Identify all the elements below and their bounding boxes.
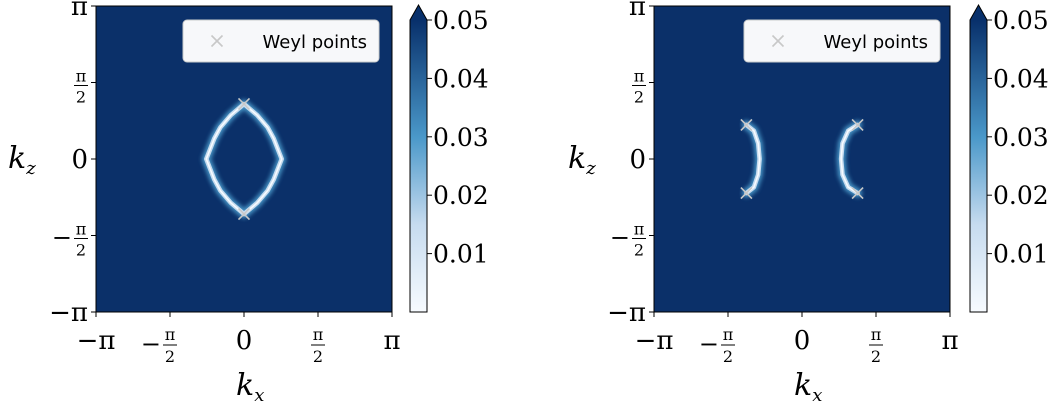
colorbar-tick-label: 0.02 bbox=[993, 181, 1048, 210]
y-tick-label-2: π2 bbox=[74, 66, 88, 106]
y-tick-label-4: π 2− bbox=[610, 220, 646, 260]
weyl-point-marker-3 bbox=[851, 118, 864, 131]
weyl-point-marker-1 bbox=[740, 118, 753, 131]
x-tick-den: 2 bbox=[723, 347, 733, 366]
x-tick-num: π bbox=[313, 325, 324, 344]
legend-marker bbox=[771, 34, 785, 48]
x-tick-label-4: π2 bbox=[869, 325, 884, 366]
y-axis-label: kz bbox=[8, 141, 36, 179]
y-tick-den: 2 bbox=[634, 87, 644, 106]
weyl-point-marker-2 bbox=[237, 207, 251, 221]
weyl-point-marker-4 bbox=[851, 187, 864, 200]
x-tick-sign: − bbox=[141, 330, 161, 358]
colorbar-extend-arrow bbox=[970, 5, 987, 20]
x-tick-num: π bbox=[723, 325, 734, 344]
colorbar-tick-label: 0.05 bbox=[433, 6, 489, 35]
colorbar-gradient bbox=[970, 20, 987, 312]
y-tick-label-3: 0 bbox=[71, 145, 88, 175]
y-axis-label: kz bbox=[568, 141, 596, 179]
x-axis-label-sub: x bbox=[254, 385, 264, 403]
colorbar-tick-label: 0.05 bbox=[993, 6, 1048, 35]
y-tick-value: −π bbox=[607, 298, 646, 328]
x-tick-sign: − bbox=[699, 330, 719, 358]
y-tick-label-2: π2 bbox=[632, 66, 646, 106]
colorbar-tick-label: 0.02 bbox=[433, 181, 489, 210]
colorbar-tick-label: 0.03 bbox=[993, 123, 1048, 152]
y-tick-num: π bbox=[634, 66, 645, 85]
x-tick-value: π bbox=[383, 326, 400, 356]
y-tick-num: π bbox=[76, 220, 87, 239]
x-tick-label-1: −π bbox=[635, 326, 674, 356]
x-tick-value: 0 bbox=[794, 326, 811, 356]
y-tick-den: 2 bbox=[76, 241, 86, 260]
colorbar: 0.01 0.02 0.03 0.04 0.05 bbox=[409, 3, 489, 313]
legend-box bbox=[743, 19, 941, 63]
y-tick-value: 0 bbox=[629, 145, 646, 175]
colorbar-tick-label: 0.04 bbox=[433, 64, 489, 93]
x-tick-den: 2 bbox=[165, 347, 175, 366]
x-tick-label-3: 0 bbox=[794, 326, 811, 356]
x-tick-value: π bbox=[941, 326, 958, 356]
x-tick-value: 0 bbox=[236, 326, 253, 356]
y-tick-value: π bbox=[71, 0, 88, 22]
x-tick-label-2: −π 2 bbox=[699, 325, 735, 366]
x-tick-label-5: π bbox=[941, 326, 958, 356]
colorbar-tick-label: 0.04 bbox=[993, 64, 1048, 93]
arc-core-2 bbox=[840, 124, 859, 194]
y-axis-label-sub: z bbox=[585, 158, 596, 179]
colorbar-tick-label: 0.01 bbox=[433, 240, 489, 269]
legend: Weyl points bbox=[743, 19, 941, 63]
y-tick-value: π bbox=[629, 0, 646, 22]
legend: Weyl points bbox=[182, 19, 380, 63]
x-axis-label-sub: x bbox=[812, 385, 822, 403]
y-tick-label-4: π 2− bbox=[52, 220, 88, 260]
colorbar-tick-label: 0.03 bbox=[433, 123, 489, 152]
x-axis-label: kx bbox=[794, 368, 822, 403]
colorbar-tick-label: 0.01 bbox=[993, 240, 1048, 269]
y-axis-label-sub: z bbox=[25, 158, 36, 179]
colorbar: 0.01 0.02 0.03 0.04 0.05 bbox=[969, 3, 1048, 313]
x-tick-label-3: 0 bbox=[236, 326, 253, 356]
weyl-point-marker-1 bbox=[237, 97, 251, 111]
colorbar-frame bbox=[409, 3, 428, 313]
x-tick-num: π bbox=[165, 325, 176, 344]
legend-label: Weyl points bbox=[824, 32, 928, 53]
x-axis-label: kx bbox=[236, 368, 264, 403]
x-tick-label-1: −π bbox=[77, 326, 116, 356]
y-tick-label-5: −π bbox=[607, 298, 646, 328]
x-tick-den: 2 bbox=[871, 347, 881, 366]
y-tick-value: −π bbox=[49, 298, 88, 328]
legend-label: Weyl points bbox=[263, 32, 367, 53]
arc-core-1 bbox=[745, 124, 761, 194]
x-tick-num: π bbox=[871, 325, 882, 344]
x-tick-den: 2 bbox=[313, 347, 323, 366]
y-tick-sign: − bbox=[52, 224, 72, 252]
y-tick-label-1: π bbox=[629, 0, 646, 22]
x-tick-value: −π bbox=[77, 326, 116, 356]
legend-marker bbox=[210, 34, 224, 48]
legend-box bbox=[182, 19, 380, 63]
y-tick-den: 2 bbox=[634, 241, 644, 260]
x-tick-label-5: π bbox=[383, 326, 400, 356]
colorbar-extend-arrow bbox=[410, 5, 427, 20]
x-tick-label-4: π2 bbox=[311, 325, 326, 366]
colorbar-gradient bbox=[410, 20, 427, 312]
y-tick-label-5: −π bbox=[49, 298, 88, 328]
y-tick-label-3: 0 bbox=[629, 145, 646, 175]
y-tick-label-1: π bbox=[71, 0, 88, 22]
x-tick-label-2: −π 2 bbox=[141, 325, 177, 366]
weyl-point-marker-2 bbox=[740, 187, 753, 200]
x-tick-value: −π bbox=[635, 326, 674, 356]
y-tick-num: π bbox=[76, 66, 87, 85]
y-tick-num: π bbox=[634, 220, 645, 239]
y-tick-value: 0 bbox=[71, 145, 88, 175]
y-tick-sign: − bbox=[610, 224, 630, 252]
colorbar-frame bbox=[969, 3, 988, 313]
y-tick-den: 2 bbox=[76, 87, 86, 106]
